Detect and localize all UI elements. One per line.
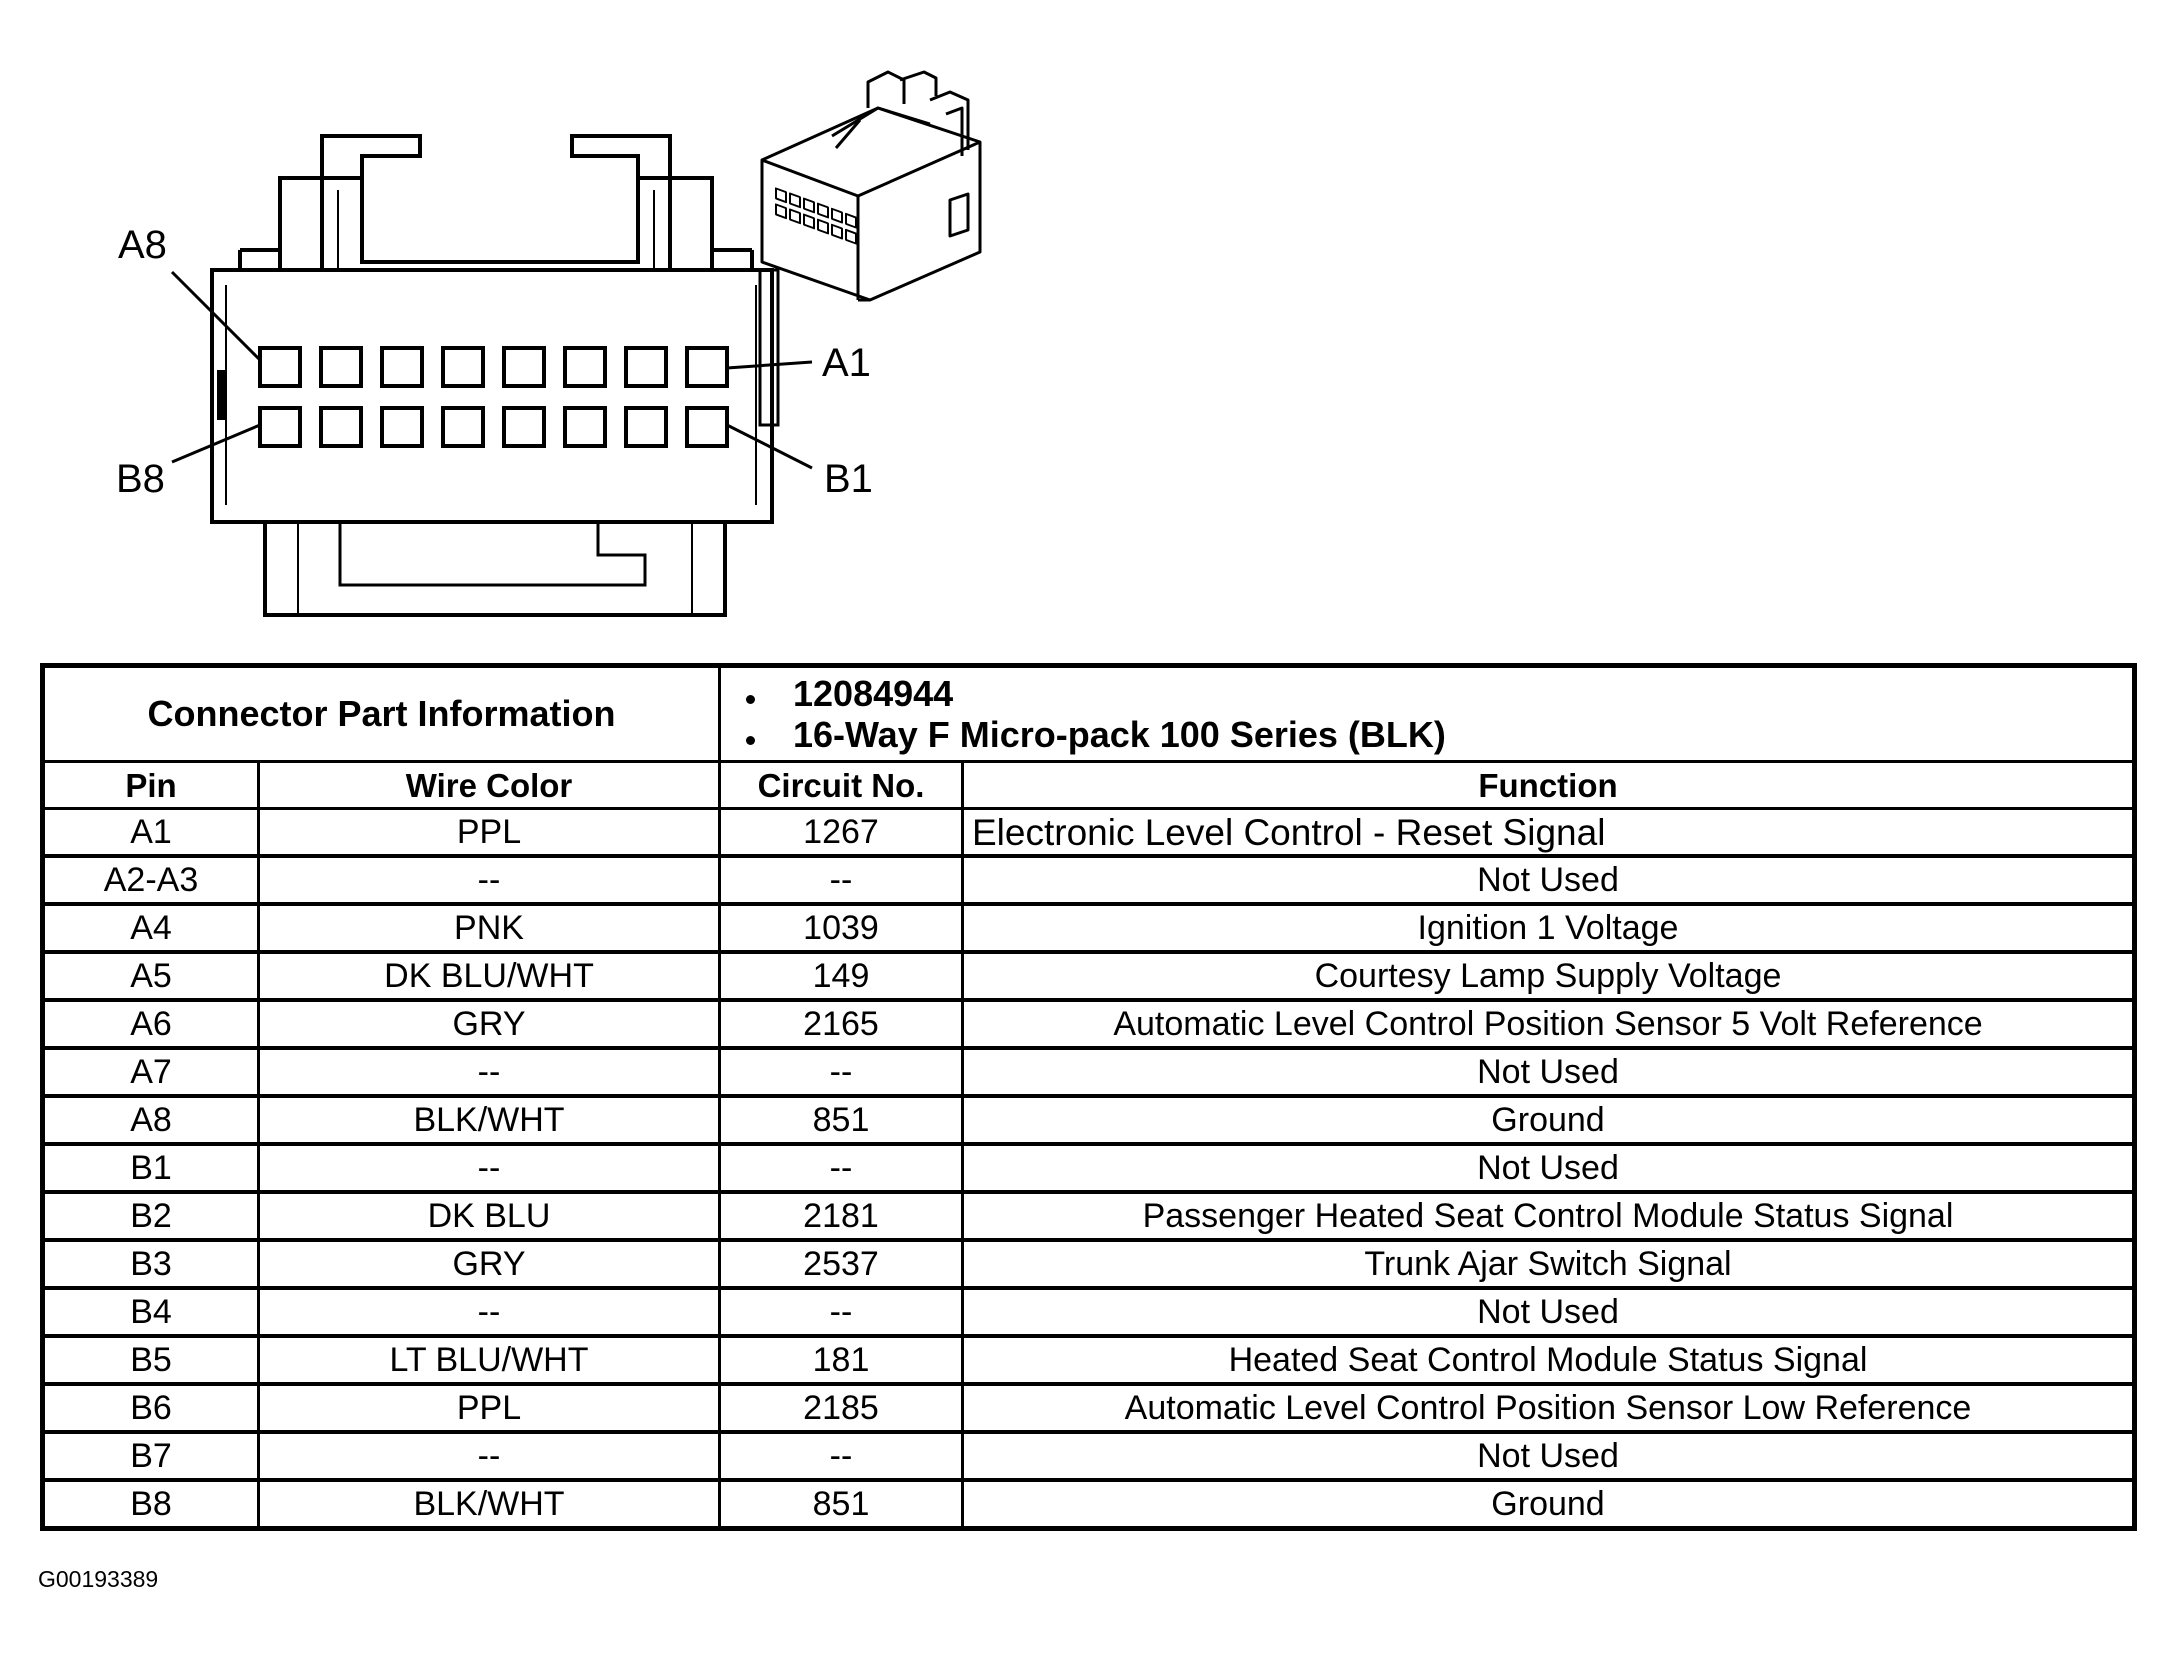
circuit-cell: --	[718, 1046, 964, 1098]
pin-cell: B2	[41, 1190, 260, 1242]
figure-code: G00193389	[38, 1566, 159, 1592]
function-cell: Trunk Ajar Switch Signal	[961, 1238, 2136, 1290]
circuit-cell: 2165	[718, 998, 964, 1050]
circuit-cell: --	[718, 1286, 964, 1338]
circuit-cell: 1039	[718, 902, 964, 954]
pin-cell: A6	[41, 998, 260, 1050]
wire-color-cell: --	[257, 1142, 721, 1194]
wire-color-cell: --	[257, 1046, 721, 1098]
function-cell: Passenger Heated Seat Control Module Sta…	[961, 1190, 2136, 1242]
table-row: B4----Not Used	[41, 1286, 2136, 1338]
pin-cell: B8	[41, 1478, 260, 1531]
function-cell: Electronic Level Control - Reset Signal	[961, 807, 2136, 858]
function-cell: Not Used	[961, 854, 2136, 906]
pin-row-a	[258, 346, 729, 388]
pin-cell: A4	[41, 902, 260, 954]
wire-color-cell: GRY	[257, 998, 721, 1050]
circuit-cell: --	[718, 1142, 964, 1194]
connector-pin-table: Connector Part Information 12084944 16-W…	[40, 663, 2137, 1531]
pin-cell: A7	[41, 1046, 260, 1098]
pin-cell: B4	[41, 1286, 260, 1338]
part-info-row: Connector Part Information 12084944 16-W…	[41, 664, 2136, 763]
function-cell: Not Used	[961, 1142, 2136, 1194]
circuit-cell: 149	[718, 950, 964, 1002]
pin-cell: A2-A3	[41, 854, 260, 906]
pin-cell: A1	[41, 807, 260, 858]
part-info-list: 12084944 16-Way F Micro-pack 100 Series …	[718, 664, 2136, 763]
circuit-cell: 1267	[718, 807, 964, 858]
function-cell: Heated Seat Control Module Status Signal	[961, 1334, 2136, 1386]
circuit-cell: 2537	[718, 1238, 964, 1290]
table-header-row: Pin Wire Color Circuit No. Function	[41, 760, 2136, 810]
column-header-pin: Pin	[41, 760, 260, 810]
circuit-cell: 181	[718, 1334, 964, 1386]
wire-color-cell: --	[257, 1286, 721, 1338]
function-cell: Courtesy Lamp Supply Voltage	[961, 950, 2136, 1002]
table-row: A7----Not Used	[41, 1046, 2136, 1098]
connector-latch	[278, 134, 714, 270]
connector-bottom-tab	[263, 522, 727, 617]
wire-color-cell: DK BLU/WHT	[257, 950, 721, 1002]
wire-color-cell: BLK/WHT	[257, 1478, 721, 1531]
function-cell: Ground	[961, 1478, 2136, 1531]
circuit-cell: --	[718, 1430, 964, 1482]
function-cell: Not Used	[961, 1046, 2136, 1098]
connector-housing	[210, 268, 774, 524]
table-row: B1----Not Used	[41, 1142, 2136, 1194]
pin-row-b	[258, 406, 729, 448]
wire-color-cell: --	[257, 854, 721, 906]
function-cell: Ground	[961, 1094, 2136, 1146]
wire-color-cell: LT BLU/WHT	[257, 1334, 721, 1386]
pin-label-a8: A8	[118, 223, 167, 267]
circuit-cell: 851	[718, 1478, 964, 1531]
wire-color-cell: PPL	[257, 1382, 721, 1434]
column-header-circuit: Circuit No.	[718, 760, 964, 810]
wire-color-cell: PPL	[257, 807, 721, 858]
part-description: 16-Way F Micro-pack 100 Series (BLK)	[746, 714, 2132, 755]
function-cell: Not Used	[961, 1286, 2136, 1338]
pin-label-b1: B1	[824, 457, 873, 501]
circuit-cell: 851	[718, 1094, 964, 1146]
function-cell: Not Used	[961, 1430, 2136, 1482]
pin-cell: A5	[41, 950, 260, 1002]
wire-color-cell: --	[257, 1430, 721, 1482]
wire-color-cell: DK BLU	[257, 1190, 721, 1242]
function-cell: Automatic Level Control Position Sensor …	[961, 1382, 2136, 1434]
wire-color-cell: PNK	[257, 902, 721, 954]
function-cell: Ignition 1 Voltage	[961, 902, 2136, 954]
wire-color-cell: BLK/WHT	[257, 1094, 721, 1146]
function-cell: Automatic Level Control Position Sensor …	[961, 998, 2136, 1050]
pin-cell: B7	[41, 1430, 260, 1482]
circuit-cell: --	[718, 854, 964, 906]
pin-cell: B6	[41, 1382, 260, 1434]
circuit-cell: 2185	[718, 1382, 964, 1434]
pin-cell: B1	[41, 1142, 260, 1194]
wire-color-cell: GRY	[257, 1238, 721, 1290]
table-row: A2-A3----Not Used	[41, 854, 2136, 906]
part-number: 12084944	[746, 673, 2132, 714]
connector-face-diagram: A8 A1 B8 B1	[116, 70, 982, 617]
circuit-cell: 2181	[718, 1190, 964, 1242]
column-header-function: Function	[961, 760, 2136, 810]
column-header-wire-color: Wire Color	[257, 760, 721, 810]
pin-cell: B5	[41, 1334, 260, 1386]
part-info-title: Connector Part Information	[41, 664, 721, 763]
pin-cell: A8	[41, 1094, 260, 1146]
pin-cell: B3	[41, 1238, 260, 1290]
pin-label-b8: B8	[116, 457, 165, 501]
pin-label-a1: A1	[822, 341, 871, 385]
table-row: B7----Not Used	[41, 1430, 2136, 1482]
connector-isometric-illustration	[760, 70, 982, 302]
